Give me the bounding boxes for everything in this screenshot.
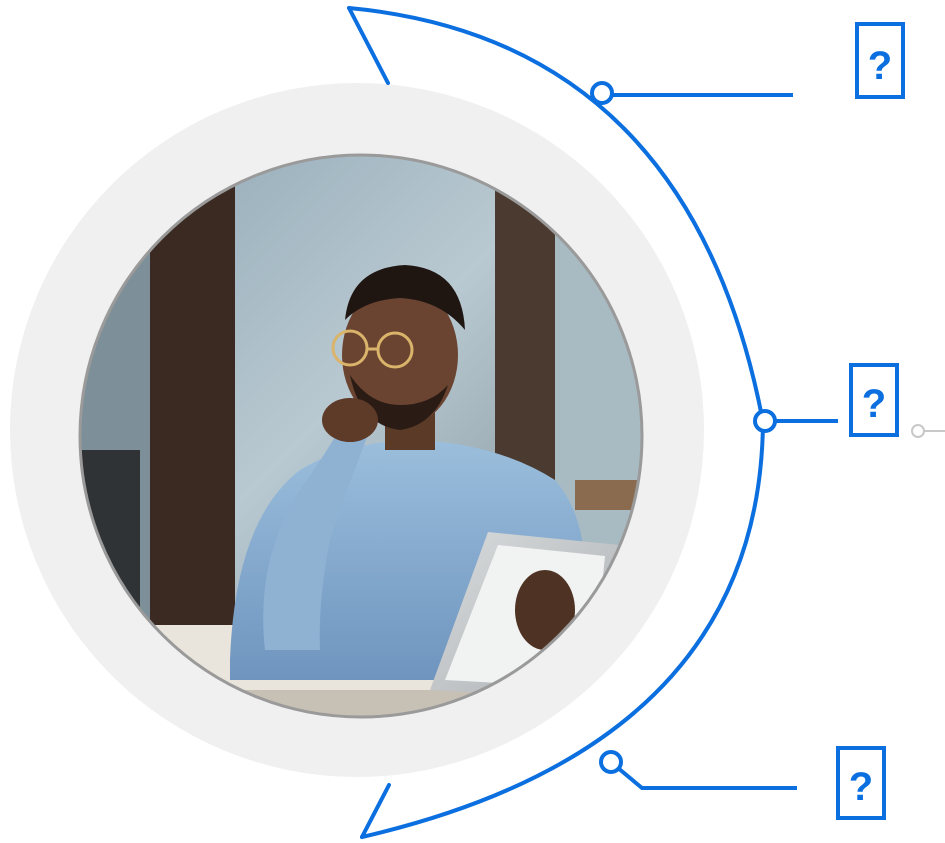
arc-top-tick <box>347 6 390 85</box>
question-mark-icon: ? <box>855 22 905 99</box>
arc-bottom-tick <box>360 783 391 839</box>
callout-symbol-3: ? <box>849 765 873 809</box>
question-mark-icon: ? <box>849 363 899 437</box>
question-mark-icon: ? <box>836 746 886 820</box>
connector-node-1 <box>590 81 614 105</box>
callout-1: ? <box>590 22 905 105</box>
callout-3: ? <box>599 746 886 820</box>
connector-node-3 <box>599 750 623 774</box>
faint-connector-node <box>911 424 925 438</box>
connector-line-3 <box>616 766 797 790</box>
callout-symbol-1: ? <box>868 44 892 88</box>
callout-2: ? <box>753 363 945 438</box>
photo-border <box>78 153 644 719</box>
callout-symbol-2: ? <box>862 382 886 426</box>
connector-node-2 <box>753 409 777 433</box>
